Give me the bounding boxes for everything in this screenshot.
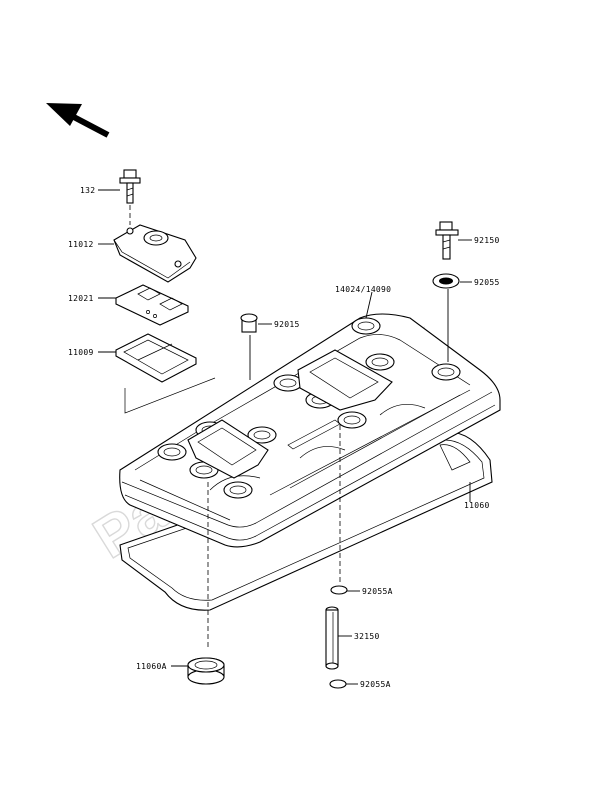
label-12021: 12021 <box>68 294 94 303</box>
grommet-92015 <box>240 313 258 333</box>
pipe-32150 <box>325 606 339 670</box>
direction-arrow-icon <box>46 103 110 138</box>
oring-92055a-top <box>330 585 348 595</box>
label-92055a-top: 92055A <box>362 587 393 596</box>
bolt-92150 <box>435 221 459 260</box>
cover-breather-windows <box>187 349 393 479</box>
label-11060: 11060 <box>464 501 490 510</box>
label-92015: 92015 <box>274 320 300 329</box>
label-132: 132 <box>80 186 95 195</box>
seal-11060a <box>187 657 225 685</box>
gasket-11009 <box>115 333 197 383</box>
label-32150: 32150 <box>354 632 380 641</box>
cap-11012 <box>113 224 197 283</box>
label-11060a: 11060A <box>136 662 167 671</box>
plate-12021 <box>115 284 189 326</box>
oring-92055a-bottom <box>329 679 347 689</box>
label-11012: 11012 <box>68 240 94 249</box>
valve-cover <box>119 313 501 548</box>
washer-92055 <box>432 273 460 289</box>
label-14024-14090: 14024/14090 <box>335 285 391 294</box>
label-92055a-bottom: 92055A <box>360 680 391 689</box>
bolt-132 <box>119 169 141 204</box>
label-11009: 11009 <box>68 348 94 357</box>
label-92055: 92055 <box>474 278 500 287</box>
label-92150-top: 92150 <box>474 236 500 245</box>
